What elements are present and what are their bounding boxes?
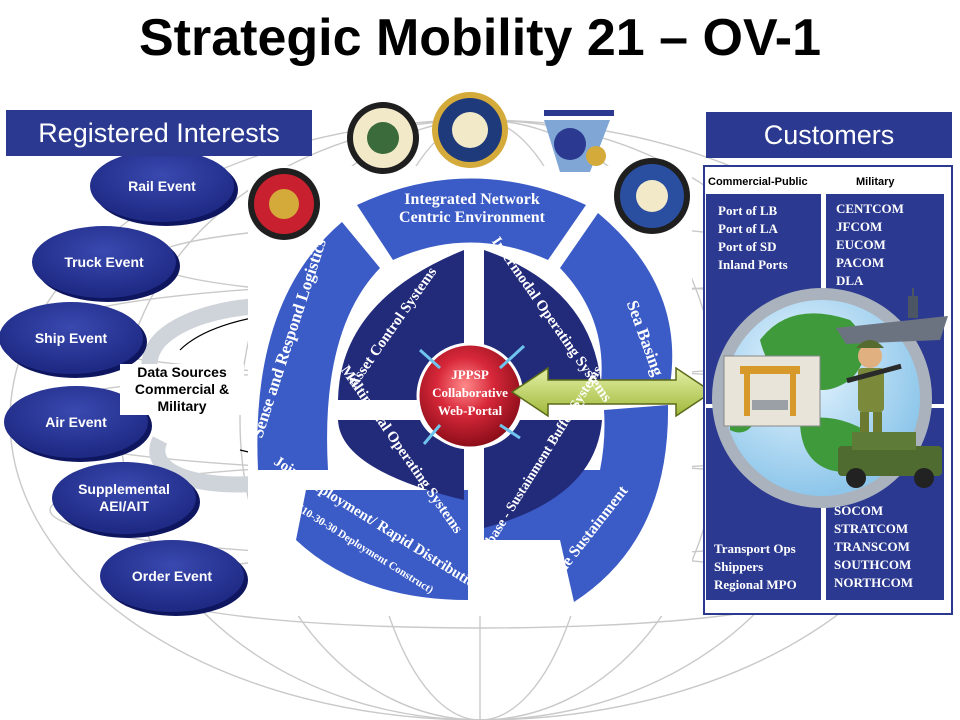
commercial-bottom-list: Transport Ops Shippers Regional MPO <box>714 540 797 594</box>
soldier-icon <box>846 340 902 436</box>
quadrant-seabase[interactable] <box>484 420 602 528</box>
air-event[interactable]: Air Event <box>45 413 107 430</box>
military-column-header: Military <box>856 176 895 188</box>
dla-seal-icon <box>544 110 614 172</box>
segment-integrated-network[interactable] <box>357 178 586 261</box>
gantry-crane-icon <box>723 355 821 427</box>
data-sources-label: Data Sources Commercial & Military <box>120 364 244 415</box>
customer-item[interactable]: TRANSCOM <box>834 539 910 554</box>
segment-agile-sustainment[interactable] <box>484 405 669 602</box>
segment-sense-respond[interactable] <box>257 222 380 470</box>
customer-item[interactable]: SOCOM <box>834 503 884 518</box>
air-force-seal-icon <box>614 158 690 234</box>
wheel-outer-ring <box>257 178 673 602</box>
quadrant-intermodal[interactable] <box>484 250 602 400</box>
registered-interests-header: Registered Interests <box>6 110 312 156</box>
segment-sea-basing[interactable] <box>560 213 673 396</box>
humvee-icon <box>838 432 942 488</box>
aircraft-carrier-icon <box>836 288 948 344</box>
customer-item[interactable]: Inland Ports <box>718 257 788 272</box>
commercial-column-header: Commercial-Public <box>708 176 808 188</box>
hub-label-3: Web-Portal <box>438 403 503 418</box>
rail-event[interactable]: Rail Event <box>128 177 196 194</box>
marine-corps-seal-icon <box>248 168 320 240</box>
customer-item[interactable]: PACOM <box>836 255 885 270</box>
customer-item[interactable]: SOUTHCOM <box>834 557 912 572</box>
ship-event[interactable]: Ship Event <box>34 329 108 346</box>
truck-event[interactable]: Truck Event <box>64 253 144 270</box>
quadrant-multimodal[interactable] <box>338 420 464 500</box>
event-ovals <box>0 150 248 616</box>
military-top-list: CENTCOM JFCOM EUCOM PACOM DLA <box>836 200 904 290</box>
commercial-top-list: Port of LB Port of LA Port of SD Inland … <box>718 202 788 274</box>
customer-item[interactable]: Regional MPO <box>714 577 797 592</box>
order-event[interactable]: Order Event <box>131 567 213 584</box>
data-sources-line-1: Data Sources <box>137 364 227 380</box>
customer-item[interactable]: EUCOM <box>836 237 886 252</box>
customer-item[interactable]: CENTCOM <box>836 201 904 216</box>
customer-item[interactable]: JFCOM <box>836 219 883 234</box>
hub-label-2: Collaborative <box>432 385 508 400</box>
hub-arrows <box>418 344 526 445</box>
supplemental-event[interactable]: Supplemental AEI/AIT <box>78 481 170 514</box>
customers-header: Customers <box>706 112 952 158</box>
seals <box>248 92 690 240</box>
customer-item[interactable]: Transport Ops <box>714 541 796 556</box>
customer-item[interactable]: Port of SD <box>718 239 777 254</box>
customer-item[interactable]: DLA <box>836 273 864 288</box>
customer-item[interactable]: NORTHCOM <box>834 575 913 590</box>
customer-item[interactable]: Port of LA <box>718 221 778 236</box>
segment-joint-deployment[interactable] <box>296 490 468 600</box>
customer-item[interactable]: Port of LB <box>718 203 778 218</box>
customer-item[interactable]: STRATCOM <box>834 521 909 536</box>
customer-item[interactable]: Shippers <box>714 559 764 574</box>
page-title: Strategic Mobility 21 – OV-1 <box>139 9 821 67</box>
navy-seal-icon <box>432 92 508 168</box>
military-bottom-list: SOCOM STRATCOM TRANSCOM SOUTHCOM NORTHCO… <box>834 502 913 592</box>
army-seal-icon <box>347 102 419 174</box>
data-sources-line-2: Commercial & <box>134 381 230 397</box>
hub-label-1: JPPSP <box>451 367 489 382</box>
data-sources-line-3: Military <box>157 398 207 414</box>
wheel-inner-quadrants <box>338 250 602 528</box>
